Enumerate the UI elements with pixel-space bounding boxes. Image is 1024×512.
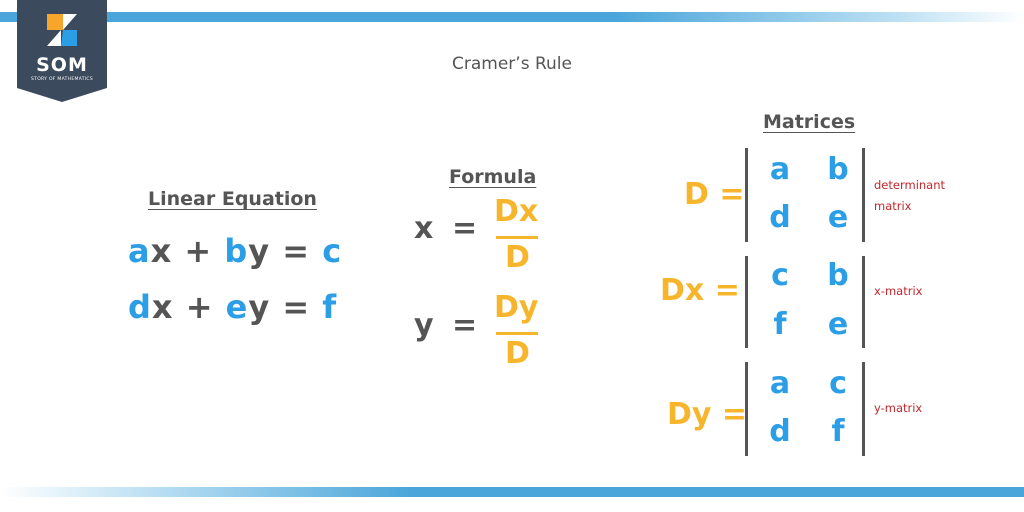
equation-1: ax + by = c bbox=[128, 232, 342, 270]
matrix-dx-name: Dx = bbox=[660, 273, 740, 308]
matrix-dy-right-bar bbox=[862, 362, 865, 456]
matrix-d-label-line2: matrix bbox=[874, 199, 912, 213]
matrix-d-cell: e bbox=[827, 200, 849, 235]
matrices-heading: Matrices bbox=[763, 111, 856, 133]
matrix-dx-right-bar bbox=[862, 256, 865, 348]
matrix-dx-cell: c bbox=[771, 258, 789, 293]
logo-name: SOM bbox=[36, 54, 88, 76]
formula-y-var: y bbox=[414, 308, 434, 343]
matrix-dx-left-bar bbox=[745, 256, 748, 348]
coef-a: a bbox=[128, 232, 151, 270]
formula-y-equals: = bbox=[452, 308, 478, 343]
coef-e: e bbox=[225, 288, 249, 326]
matrix-d-right-bar bbox=[862, 148, 865, 242]
const-c: c bbox=[322, 232, 343, 270]
matrix-d-label: determinant matrix bbox=[874, 175, 945, 217]
const-f: f bbox=[322, 288, 338, 326]
matrix-d-label-line1: determinant bbox=[874, 178, 946, 192]
coef-d: d bbox=[128, 288, 152, 326]
formula-y-denominator: D bbox=[505, 336, 530, 371]
coef-b: b bbox=[224, 232, 249, 270]
matrix-dx-cell: e bbox=[827, 307, 849, 342]
bottom-decor-bar bbox=[0, 487, 1024, 497]
formula-y-numerator: Dy bbox=[494, 290, 539, 325]
formula-x-denominator: D bbox=[505, 240, 530, 275]
formula-x-fraction-bar bbox=[496, 236, 538, 239]
equation-2: dx + ey = f bbox=[128, 288, 337, 326]
matrix-d-left-bar bbox=[745, 148, 748, 242]
matrix-dy-cell: f bbox=[831, 414, 845, 449]
matrix-d-cell: a bbox=[769, 152, 791, 187]
som-logo[interactable]: SOM STORY OF MATHEMATICS bbox=[17, 0, 107, 102]
matrix-d-cell: d bbox=[769, 200, 791, 235]
matrix-d-cell: b bbox=[827, 152, 849, 187]
eq1-y: y = bbox=[248, 232, 323, 270]
matrix-dy-cell: a bbox=[769, 366, 791, 401]
formula-heading: Formula bbox=[449, 166, 537, 188]
eq2-x: x + bbox=[151, 288, 226, 326]
page-title: Cramer’s Rule bbox=[452, 54, 572, 74]
logo-badge-icon bbox=[17, 0, 107, 102]
matrix-dy-cell: c bbox=[829, 366, 847, 401]
linear-equation-heading: Linear Equation bbox=[148, 188, 317, 210]
matrix-dy-name: Dy = bbox=[667, 397, 748, 432]
matrix-dx-cell: b bbox=[827, 258, 849, 293]
matrix-dx-label: x-matrix bbox=[874, 284, 923, 298]
eq2-y: y = bbox=[248, 288, 323, 326]
formula-x-var: x bbox=[414, 211, 434, 246]
logo-tagline: STORY OF MATHEMATICS bbox=[31, 77, 93, 82]
matrix-dx-cell: f bbox=[773, 307, 787, 342]
formula-y-fraction-bar bbox=[496, 332, 538, 335]
formula-x-numerator: Dx bbox=[494, 194, 539, 229]
top-decor-bar bbox=[0, 12, 1024, 22]
matrix-d-name: D = bbox=[684, 177, 745, 212]
eq1-x: x + bbox=[150, 232, 225, 270]
matrix-dy-cell: d bbox=[769, 414, 791, 449]
matrix-dy-left-bar bbox=[745, 362, 748, 456]
matrix-dy-label: y-matrix bbox=[874, 401, 923, 415]
formula-x-equals: = bbox=[452, 211, 478, 246]
